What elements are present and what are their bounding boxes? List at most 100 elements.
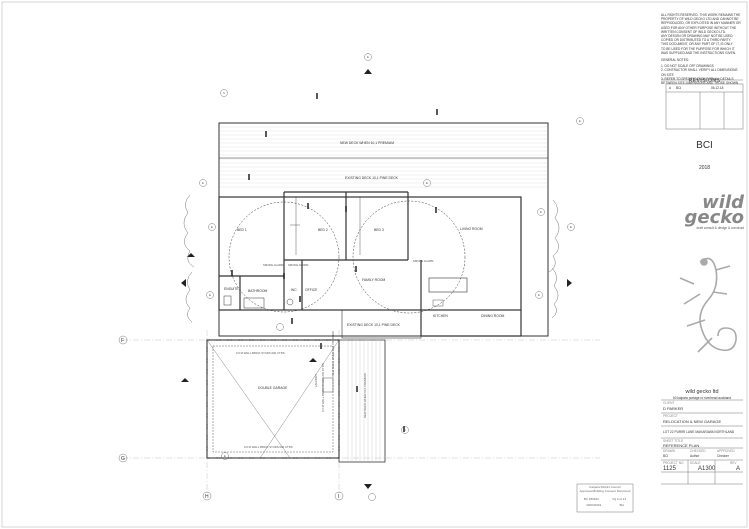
note-line: ANY DESIGN OR DRAWING MAY NOT BE USED, [661,34,734,39]
checked-label: CHECKED [690,449,706,453]
revision-no: A [669,86,672,90]
bed1-label: BED 1 [237,228,247,232]
plan-labels: NEW DECK WHEN 10,1 PREMIUM EXISTING DECK… [121,55,581,500]
grid-g-label: G [121,456,125,462]
wall-bottom-label: 0.6 M WALL BRICK STUDS 600 CTRS [244,445,293,449]
scale-label: SCALE [690,461,701,465]
drawn-label: DRAWN [663,449,675,453]
project-field-label: PROJECT [663,414,678,418]
note-line: THIS DOCUMENT, OR ANY PART OF IT, IS ONL… [661,42,733,47]
marker-label: E [570,225,572,229]
marker-label: E [404,428,406,432]
deck-existing-label: EXISTING DECK 10,1 PINE DECK [345,176,399,180]
family-label: FAMILY ROOM [362,278,385,282]
copyright-notes: ALL RIGHTS RESERVED. THIS WORK REMAINS T… [661,13,741,85]
logo-tagline: draft consult & design & construct [696,226,744,230]
gecko-icon [679,257,737,353]
floor-plan [118,53,600,501]
wall-side-b-label: NEW DECK WHEN 10,1 PREMIUM [331,331,335,376]
council-initials: BH [619,503,624,508]
marker-label: E [540,210,542,214]
revision-date: 06.12.18 [711,86,724,90]
council-date: 20/03/2019 [586,503,602,508]
revision-desc: BCI [676,86,682,90]
marker-label: E [367,55,369,59]
grid-h-label: H [205,494,209,500]
kitchen-label: KITCHEN [433,314,448,318]
note-line: PROPERTY OF WILD GECKO LTD AND CANNOT BE [661,17,739,22]
grid-f-label: F [121,338,124,344]
marker-label: E [202,181,204,185]
general-note: 2. CONTRACTOR SHALL VERIFY ALL DIMENSION… [661,68,738,77]
council-pages: Pg 6 of 14 [612,496,627,501]
year-label: 2018 [698,165,711,171]
logo-word-gecko: gecko [684,207,744,228]
council-line1: Kaipara District Council [589,485,621,489]
marker-label: E [579,119,581,123]
smoke-alarm-3: SMOKE ALARM [288,263,309,267]
living-label: LIVING ROOM [460,227,483,231]
deck-mid-label: EXISTING DECK 10,1 PINE DECK [347,323,401,327]
company-logo: wild gecko draft consult & design & cons… [668,192,744,231]
laundry-label: LAUNDRY [314,374,318,387]
stamp-code: BCI [696,140,713,151]
scale-value: A1300 [698,466,716,472]
bed3-label: BED 3 [374,228,384,232]
wall-side-a-label: 0.6 M WALL BRICK STUDS 600 CTRS [321,363,325,412]
bathroom-label: BATHROOM [248,289,268,293]
wall-top-label: 0.6 M WALL BRICK STUDS 600 CTRS [236,351,285,355]
rev-label: REV [730,461,737,465]
council-stamp: Kaipara District Council Approved Buildi… [577,484,633,512]
council-ref: BC 180643 [583,496,599,501]
company-name: wild gecko ltd [685,389,719,395]
general-note: 1. DO NOT SCALE OFF DRAWINGS [661,64,714,69]
dining-label: DINING ROOM [481,314,505,318]
project-no-label: PROJECT NO [663,461,684,465]
ensuite-label: ENSUITE [224,287,239,291]
marker-label: E [426,181,428,185]
general-notes-title: GENERAL NOTES: [661,58,689,63]
council-line2: Approved Building Consent Document [579,488,631,493]
client-field-label: CLIENT [663,401,675,405]
note-line: USED FOR ANY OTHER PURPOSE WITHOUT THE [661,25,737,30]
marker-label: E [538,293,540,297]
garage-label: DOUBLE GARAGE [258,386,288,390]
note-line: WRITTEN CONSENT OF WILD GECKO LTD. [661,29,727,34]
note-line: TO BE USED FOR THE PURPOSE FOR WHICH IT [661,46,735,51]
general-note: BETWEEN SITE DIMENSIONS AND THOSE SHOWN [661,81,739,86]
marker-label: E [224,454,226,458]
project-value: RELOCATION & NEW GARAGE [663,419,722,424]
client-value: D PARKER [663,406,684,411]
sheet-title-value: REFERENCE PLAN [663,443,700,448]
checked-value: Author [690,454,700,458]
marker-label: S [223,91,225,95]
note-line: ALL RIGHTS RESERVED. THIS WORK REMAINS T… [661,13,741,17]
office-label: OFFICE [305,288,318,292]
wc-label: WC [291,288,297,292]
general-note: 3. REFER TO SPECIFICATION FOR ALL DETAIL… [661,76,734,81]
logo-word-wild: wild [702,192,744,213]
approved-value: Checker [717,454,729,458]
smoke-alarm-1: SMOKE ALARM [263,263,284,267]
marker-label: E [211,225,213,229]
grid-i-label: I [338,494,339,500]
garage-outline [206,339,340,459]
marker-label: E [209,293,211,297]
revisions-title: REVISIONS [688,78,721,84]
title-block-frame [576,79,744,513]
company-address: 60 kaipara portage rd riverhead auckland [672,396,732,400]
note-line: REPRODUCED, OR EXPLOITED IN ANY MANNER O… [661,21,741,26]
deck-right-label: NEW DECK WHEN 10,1 PREMIUM [363,373,367,418]
note-line: WAS SUPPLIED AND THE INSTRUCTIONS GIVEN. [661,50,736,55]
site-address: LOT 22 PURIRI LANE MAKARAWA NORTHLAND [663,430,735,434]
rev-value: A [736,466,741,472]
deck-top-label: NEW DECK WHEN 10,1 PREMIUM [340,141,394,145]
drawn-value: BCI [663,454,669,458]
project-no-value: 1125 [663,466,676,472]
bed2-label: BED 2 [318,228,328,232]
approved-label: APPROVED [717,449,735,453]
sheet-field-label: SHEET TITLE [663,439,684,443]
smoke-alarm-2: SMOKE ALARM [413,259,434,263]
note-line: COPIED OR DISTRIBUTED TO A THIRD PARTY. [661,38,732,43]
